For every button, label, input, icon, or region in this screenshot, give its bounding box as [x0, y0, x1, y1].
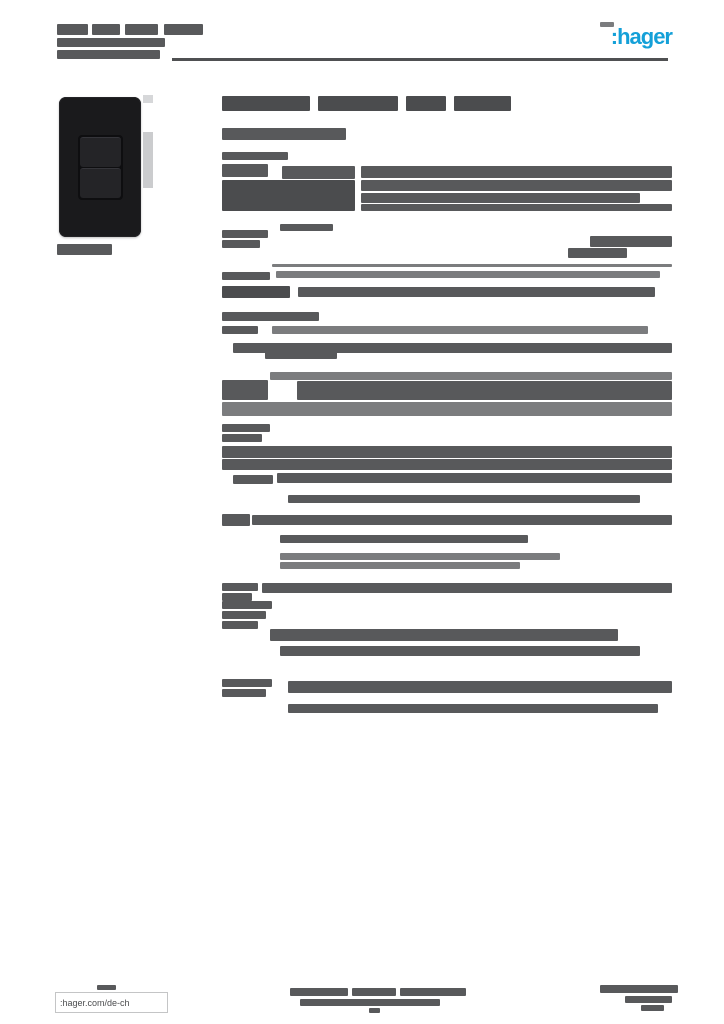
switch-rocker-top: [80, 137, 121, 167]
greeked-text-bar: [57, 244, 112, 255]
greeked-text-bar: [57, 24, 88, 35]
greeked-text-bar: [280, 553, 560, 560]
greeked-text-bar: [272, 264, 672, 267]
greeked-text-bar: [277, 473, 672, 483]
greeked-text-bar: [361, 204, 672, 211]
greeked-text-bar: [272, 326, 648, 334]
greeked-text-bar: [222, 326, 258, 334]
greeked-text-bar: [57, 38, 165, 47]
greeked-text-bar: [568, 248, 627, 258]
greeked-text-bar: [92, 24, 120, 35]
switch-rocker-bottom: [80, 168, 121, 198]
greeked-text-bar: [125, 24, 158, 35]
switch-plate: [59, 97, 141, 237]
website-link[interactable]: :hager.com/de-ch: [60, 997, 130, 1008]
greeked-text-bar: [400, 988, 466, 996]
photo-edge-highlight-icon: [143, 132, 153, 188]
greeked-text-bar: [318, 96, 398, 111]
greeked-text-bar: [222, 689, 266, 697]
greeked-text-bar: [298, 287, 655, 297]
hager-logo: :hager: [610, 24, 673, 49]
greeked-text-bar: [297, 381, 672, 400]
greeked-text-bar: [222, 446, 672, 458]
greeked-text-bar: [222, 272, 270, 280]
greeked-text-bar: [233, 343, 672, 353]
greeked-text-bar: [252, 515, 672, 525]
greeked-text-bar: [288, 495, 640, 503]
product-photo: [57, 88, 156, 237]
greeked-text-bar: [222, 240, 260, 248]
greeked-text-bar: [57, 50, 160, 59]
greeked-text-bar: [270, 372, 672, 380]
greeked-text-bar: [222, 128, 346, 140]
greeked-text-bar: [233, 475, 273, 484]
greeked-text-bar: [300, 999, 440, 1006]
photo-edge-highlight-icon: [143, 95, 153, 103]
greeked-text-bar: [222, 380, 268, 400]
greeked-text-bar: [97, 985, 116, 990]
greeked-text-bar: [361, 180, 672, 191]
greeked-text-bar: [222, 601, 272, 609]
greeked-text-bar: [406, 96, 446, 111]
greeked-text-bar: [222, 434, 262, 442]
greeked-text-bar: [222, 402, 672, 416]
greeked-text-bar: [369, 1008, 380, 1013]
greeked-text-bar: [222, 679, 272, 687]
greeked-text-bar: [454, 96, 511, 111]
greeked-text-bar: [361, 193, 640, 203]
greeked-text-bar: [222, 180, 355, 211]
greeked-text-bar: [352, 988, 396, 996]
greeked-text-bar: [270, 629, 618, 641]
greeked-text-bar: [222, 286, 290, 298]
greeked-text-bar: [222, 514, 250, 526]
greeked-text-bar: [222, 583, 258, 591]
greeked-text-bar: [222, 611, 266, 619]
greeked-text-bar: [625, 996, 672, 1003]
greeked-text-bar: [288, 704, 658, 713]
greeked-text-bar: [222, 459, 672, 470]
header-divider: [172, 58, 668, 61]
greeked-text-bar: [280, 562, 520, 569]
greeked-text-bar: [590, 236, 672, 247]
website-link-box[interactable]: :hager.com/de-ch: [55, 992, 168, 1013]
greeked-text-bar: [280, 646, 640, 656]
greeked-text-bar: [164, 24, 203, 35]
greeked-text-bar: [276, 271, 660, 278]
greeked-text-bar: [280, 224, 333, 231]
greeked-text-bar: [288, 681, 672, 693]
greeked-text-bar: [222, 312, 319, 321]
greeked-text-bar: [280, 535, 528, 543]
greeked-text-bar: [641, 1005, 664, 1011]
greeked-text-bar: [361, 166, 672, 178]
greeked-text-bar: [600, 22, 614, 27]
greeked-text-bar: [262, 583, 672, 593]
greeked-text-bar: [222, 96, 310, 111]
greeked-text-bar: [265, 352, 337, 359]
greeked-text-bar: [600, 985, 678, 993]
greeked-text-bar: [222, 621, 258, 629]
switch-rocker-frame: [78, 135, 123, 200]
greeked-text-bar: [222, 593, 252, 601]
greeked-text-bar: [222, 164, 268, 177]
greeked-text-bar: [282, 166, 355, 179]
greeked-text-bar: [222, 230, 268, 238]
greeked-text-bar: [222, 424, 270, 432]
greeked-text-bar: [290, 988, 348, 996]
greeked-text-bar: [222, 152, 288, 160]
